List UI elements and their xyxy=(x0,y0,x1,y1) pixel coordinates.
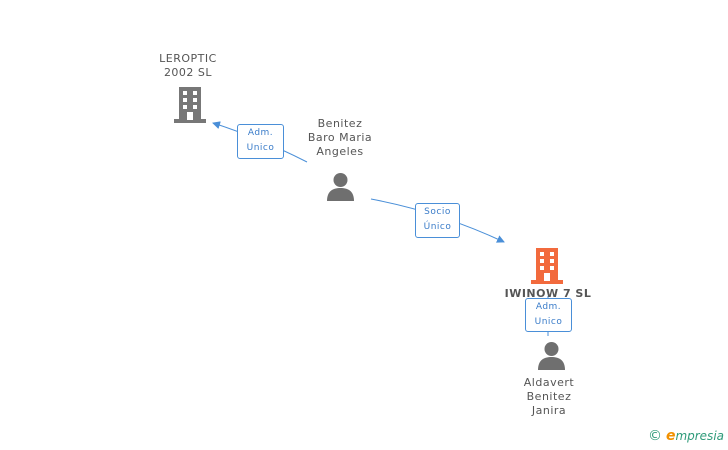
edge-label-adm-iwinow[interactable]: Adm. Unico xyxy=(525,298,572,332)
person-icon[interactable] xyxy=(326,172,355,201)
company-leroptic-label: LEROPTIC 2002 SL xyxy=(150,52,226,80)
person-icon[interactable] xyxy=(537,341,566,370)
copyright-icon: © xyxy=(647,428,662,444)
company-leroptic-name-line2: 2002 SL xyxy=(163,66,213,79)
edge-label-socio-iwinow-line1: Socio xyxy=(424,207,451,217)
brand-logo-text: mpresia xyxy=(675,429,724,443)
edge-label-socio-iwinow[interactable]: Socio Único xyxy=(415,203,460,238)
edge-label-adm-leroptic[interactable]: Adm. Unico xyxy=(237,124,284,159)
empresia-watermark: ©empresia xyxy=(648,428,724,444)
person-benitez-baro-line2: Baro Maria xyxy=(307,131,373,144)
edge-label-adm-leroptic-line1: Adm. xyxy=(247,128,274,138)
company-iwinow-label: IWINOW 7 SL xyxy=(496,287,600,301)
edge-label-adm-iwinow-line1: Adm. xyxy=(535,302,562,312)
person-aldavert-line3: Janira xyxy=(531,404,567,417)
person-benitez-baro-line3: Angeles xyxy=(316,145,364,158)
person-aldavert-label: Aldavert Benitez Janira xyxy=(499,376,599,418)
edge-label-socio-iwinow-line2: Único xyxy=(423,222,452,232)
brand-logo-letter: e xyxy=(665,428,676,444)
edge-label-adm-iwinow-line2: Unico xyxy=(534,317,563,327)
person-benitez-baro-line1: Benitez xyxy=(317,117,363,130)
edge-label-adm-leroptic-line2: Unico xyxy=(246,143,275,153)
building-icon-highlighted[interactable] xyxy=(531,248,563,284)
person-benitez-baro-label: Benitez Baro Maria Angeles xyxy=(290,117,390,159)
person-aldavert-line1: Aldavert xyxy=(523,376,575,389)
company-leroptic-name-line1: LEROPTIC xyxy=(159,52,217,65)
person-aldavert-line2: Benitez xyxy=(526,390,572,403)
building-icon[interactable] xyxy=(174,87,206,123)
company-iwinow-name: IWINOW 7 SL xyxy=(504,287,592,300)
